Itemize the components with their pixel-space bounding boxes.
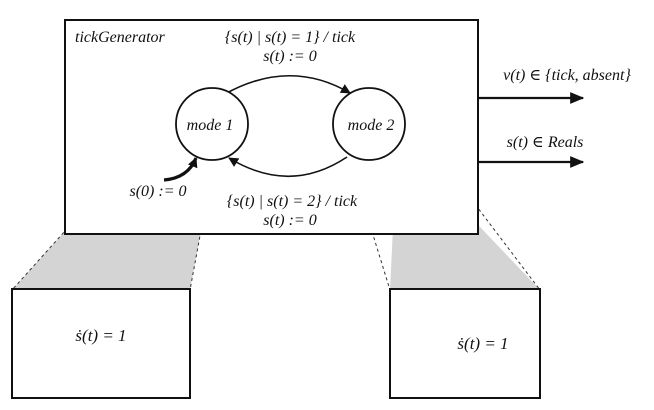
transition-1-guard: {s(t) | s(t) = 1} / tick [225, 29, 356, 46]
state-mode1-label: mode 1 [187, 117, 234, 134]
projection-line [348, 156, 391, 291]
refinement-projection-mode2 [390, 104, 540, 290]
transition-2-guard: {s(t) | s(t) = 2} / tick [227, 193, 358, 210]
output-label-v: v(t) ∈ {tick, absent} [503, 67, 631, 84]
state-mode2 [332, 87, 406, 161]
transition-1-action: s(t) := 0 [263, 48, 316, 65]
output-label-s: s(t) ∈ Reals [507, 134, 584, 151]
transition-mode2-to-mode1 [228, 156, 348, 178]
state-mode2-label: mode 2 [348, 117, 395, 134]
initial-transition-label: s(0) := 0 [129, 183, 186, 200]
transition-mode1-to-mode2 [224, 74, 351, 95]
refinement-mode2-dynamics: ṡ(t) = 1 [457, 334, 508, 353]
transition-2-action: s(t) := 0 [263, 212, 316, 229]
actor-box [64, 19, 479, 235]
state-mode1 [175, 87, 249, 161]
actor-name: tickGenerator [75, 29, 166, 46]
initial-transition-arrow [163, 157, 198, 182]
refinement-box-mode2 [389, 288, 541, 399]
refinement-mode1-dynamics: ṡ(t) = 1 [75, 326, 126, 345]
refinement-box-mode1 [11, 288, 191, 399]
